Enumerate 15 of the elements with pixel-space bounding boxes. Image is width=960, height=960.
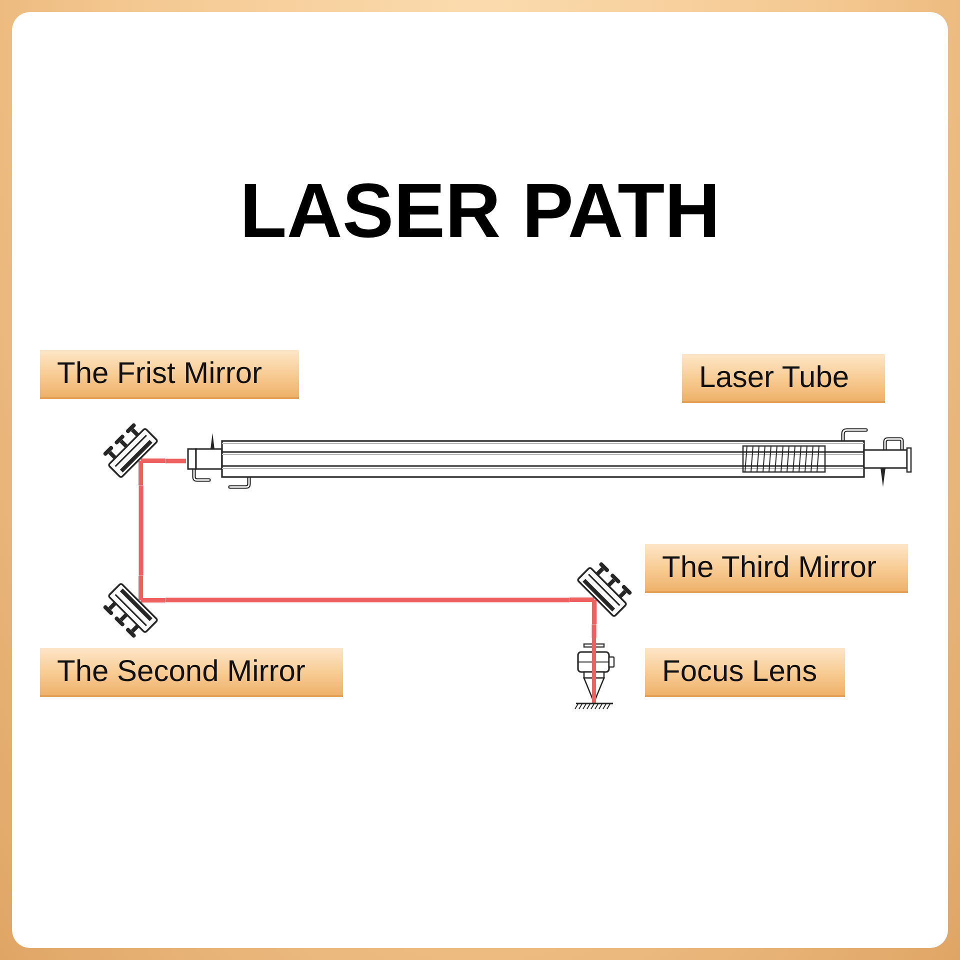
laser-beam <box>165 598 570 602</box>
laser-beam <box>592 624 596 638</box>
part-label: Focus Lens <box>645 648 845 697</box>
diagram-title: LASER PATH <box>238 173 722 250</box>
mirror-drawing <box>101 421 166 486</box>
part-label: The Frist Mirror <box>40 350 299 399</box>
laser-beam <box>138 485 144 576</box>
part-label: The Third Mirror <box>645 544 908 593</box>
mirror-drawing <box>101 576 166 640</box>
laser-tube-drawing <box>186 426 914 490</box>
part-label: The Second Mirror <box>40 648 343 697</box>
mirror-drawing <box>570 560 634 624</box>
focus-lens-drawing <box>572 638 616 712</box>
laser-beam <box>165 458 186 464</box>
part-label: Laser Tube <box>682 354 885 403</box>
